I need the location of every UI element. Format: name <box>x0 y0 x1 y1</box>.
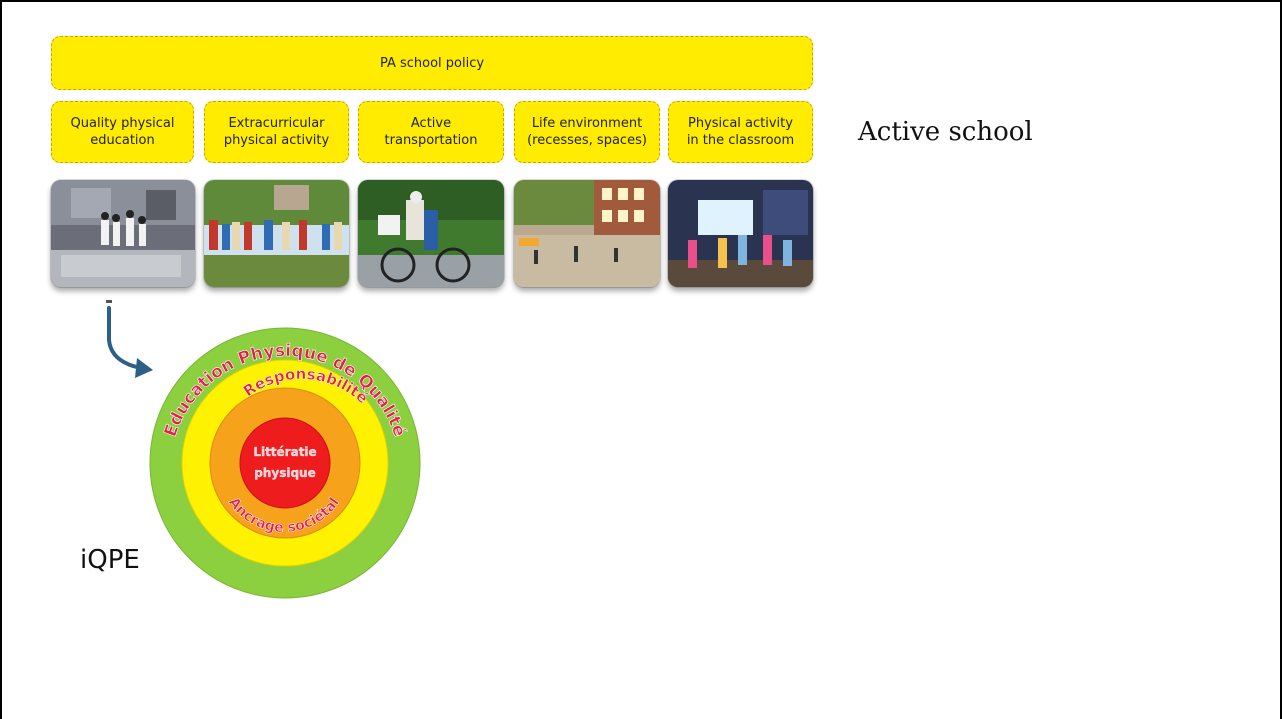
pillar-quality-pe: Quality physical education <box>51 101 194 163</box>
center-label-line2: physique <box>254 466 315 480</box>
policy-box: PA school policy <box>51 36 813 90</box>
pillar-label: Life environment (recesses, spaces) <box>527 116 647 148</box>
arrow-connector <box>95 300 165 380</box>
pillar-label: Physical activity in the classroom <box>686 116 795 148</box>
pillar-label: Quality physical education <box>70 116 175 148</box>
policy-label: PA school policy <box>379 55 485 71</box>
outdoor-group-photo <box>204 180 349 287</box>
pillar-active-transportation: Active transportation <box>358 101 504 163</box>
pillar-classroom-activity: Physical activity in the classroom <box>668 101 813 163</box>
center-label-line1: Littératie <box>253 445 316 459</box>
pillar-life-environment: Life environment (recesses, spaces) <box>514 101 660 163</box>
iqpe-label: iQPE <box>80 545 140 575</box>
pillar-label: Extracurricular physical activity <box>223 116 330 148</box>
gym-photo <box>51 180 195 287</box>
playground-photo <box>514 180 660 287</box>
cycling-photo <box>358 180 504 287</box>
pillar-extracurricular: Extracurricular physical activity <box>204 101 349 163</box>
iqpe-concentric-diagram: Education Physique de Qualité Responsabi… <box>148 326 423 601</box>
active-school-title: Active school <box>858 117 1033 147</box>
pillar-label: Active transportation <box>384 116 478 148</box>
classroom-photo <box>668 180 813 287</box>
